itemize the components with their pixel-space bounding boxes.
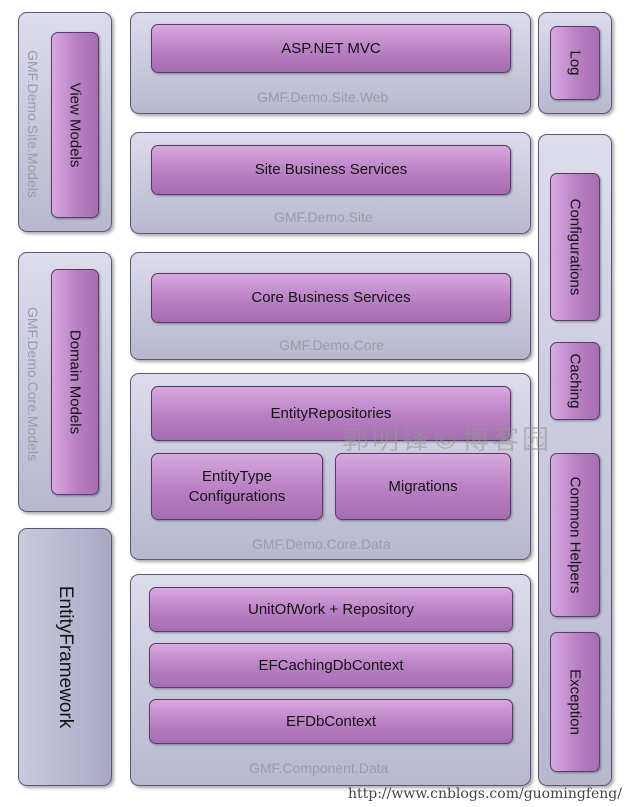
entity-framework-panel: EntityFramework (18, 528, 112, 786)
caching-box: Caching (550, 342, 600, 420)
migrations-box: Migrations (335, 453, 511, 520)
common-helpers-box: Common Helpers (550, 453, 600, 617)
site-models-label: GMF.Demo.Site.Models (25, 50, 41, 198)
domain-models-text: Domain Models (66, 329, 84, 435)
core-models-label: GMF.Demo.Core.Models (25, 306, 41, 462)
site-models-panel: GMF.Demo.Site.Models View Models (18, 12, 112, 232)
footer-url: http://www.cnblogs.com/guomingfeng/ (347, 786, 622, 802)
log-box: Log (550, 26, 600, 100)
view-models-text: View Models (66, 82, 84, 168)
site-label: GMF.Demo.Site (274, 209, 373, 225)
log-panel: Log (538, 12, 612, 114)
aspnet-mvc-box: ASP.NET MVC (151, 24, 511, 73)
ef-caching-db-context-box: EFCachingDbContext (149, 643, 513, 688)
entity-repositories-box: EntityRepositories (151, 386, 511, 441)
entity-type-configurations-box: EntityType Configurations (151, 453, 323, 520)
site-panel: Site Business Services GMF.Demo.Site (130, 132, 531, 234)
watermark-text: 郭明锋©博客园 (342, 425, 552, 456)
common-helpers-text: Common Helpers (566, 476, 584, 594)
configurations-text: Configurations (566, 198, 584, 296)
exception-text: Exception (566, 669, 584, 735)
view-models-box: View Models (51, 32, 99, 218)
unit-of-work-box: UnitOfWork + Repository (149, 587, 513, 632)
site-web-label: GMF.Demo.Site.Web (257, 89, 389, 105)
core-panel: Core Business Services GMF.Demo.Core (130, 252, 531, 360)
core-data-panel: EntityRepositories EntityType Configurat… (130, 373, 531, 560)
caching-text: Caching (566, 353, 584, 409)
log-text: Log (566, 50, 584, 76)
core-label: GMF.Demo.Core (279, 337, 385, 353)
infrastructure-panel: Configurations Caching Common Helpers Ex… (538, 134, 612, 786)
core-data-label: GMF.Demo.Core.Data (252, 536, 391, 552)
core-models-panel: GMF.Demo.Core.Models Domain Models (18, 252, 112, 512)
site-web-panel: ASP.NET MVC GMF.Demo.Site.Web (130, 12, 531, 114)
configurations-box: Configurations (550, 173, 600, 321)
component-data-panel: UnitOfWork + Repository EFCachingDbConte… (130, 574, 531, 786)
component-data-label: GMF.Component.Data (249, 760, 389, 776)
core-business-services-box: Core Business Services (151, 273, 511, 323)
entity-framework-text: EntityFramework (55, 585, 76, 729)
domain-models-box: Domain Models (51, 269, 99, 495)
exception-box: Exception (550, 632, 600, 772)
site-business-services-box: Site Business Services (151, 145, 511, 195)
ef-db-context-box: EFDbContext (149, 699, 513, 744)
